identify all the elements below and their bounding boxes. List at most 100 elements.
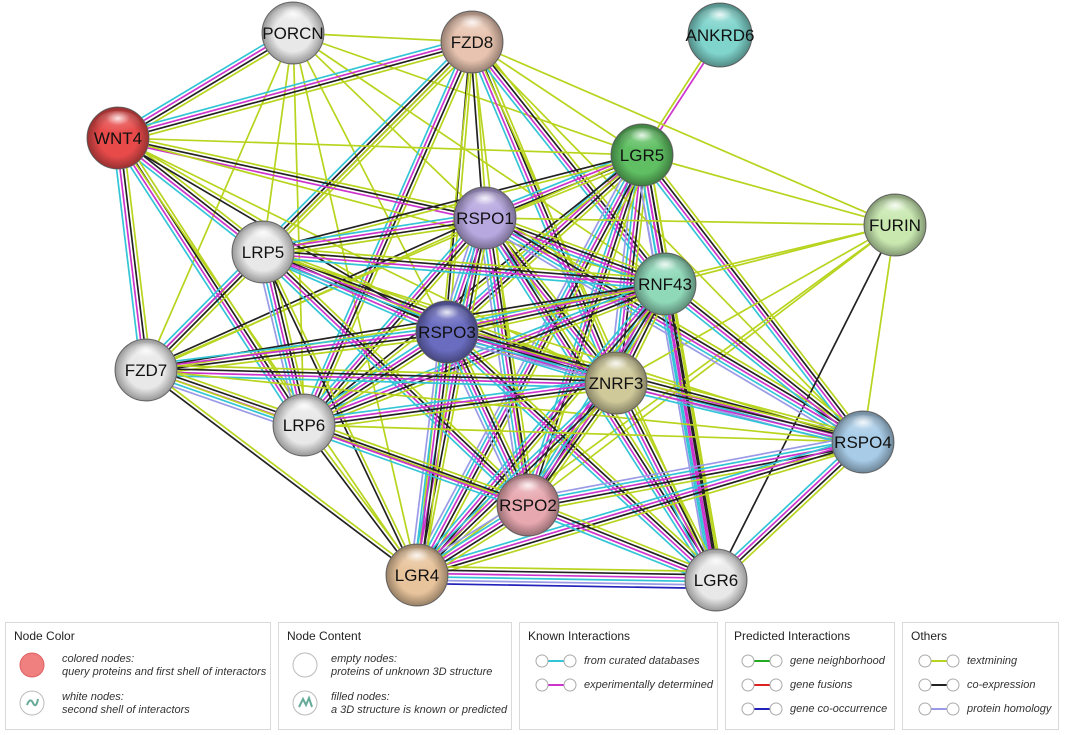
node-label: LGR4 <box>395 566 439 585</box>
node-porcn[interactable]: PORCN <box>261 1 325 65</box>
edge-line <box>416 439 863 575</box>
edge-line <box>145 369 529 506</box>
edge-line <box>145 329 447 370</box>
edge-line <box>261 252 528 507</box>
edge-line <box>642 153 865 442</box>
legend-text: gene neighborhood <box>790 655 885 667</box>
edge-fzd8-rspo4 <box>471 41 864 443</box>
edge-line <box>641 154 717 581</box>
edge-line <box>303 424 864 443</box>
legend-item: colored nodes: query proteins and first … <box>6 651 270 678</box>
node-label: RSPO1 <box>456 209 514 228</box>
edge-line <box>413 152 640 574</box>
edge-line <box>416 572 717 580</box>
legend-item: gene neighborhood <box>726 651 894 677</box>
edge-line <box>410 151 637 573</box>
edge-lrp5-rnf43 <box>262 246 666 290</box>
edge-line <box>305 288 668 431</box>
edge-line <box>446 331 529 506</box>
edge-line <box>419 156 646 578</box>
edge-line <box>616 381 719 580</box>
edge-line <box>526 434 862 500</box>
node-highlight <box>642 257 688 284</box>
edge-line <box>417 565 717 573</box>
edge-rnf43-rspo3 <box>445 278 667 338</box>
edge-line <box>634 156 711 582</box>
node-rspo4[interactable]: RSPO4 <box>831 410 895 474</box>
node-lgr5[interactable]: LGR5 <box>610 123 674 187</box>
edge-line <box>616 380 864 442</box>
legend-text: gene co-occurrence <box>790 703 888 715</box>
edge-line <box>416 582 716 590</box>
edge-furin-rspo1 <box>484 217 896 226</box>
edge-line <box>527 505 716 583</box>
edge-line <box>448 324 865 437</box>
node-lgr6[interactable]: LGR6 <box>684 548 748 612</box>
node-rnf43[interactable]: RNF43 <box>633 252 697 316</box>
node-highlight <box>270 6 316 33</box>
node-fzd8[interactable]: FZD8 <box>440 10 504 74</box>
edge-line <box>417 569 717 576</box>
edge-line <box>261 252 447 335</box>
edge-lgr4-lgr6 <box>416 565 717 590</box>
edge-line <box>445 278 665 328</box>
edge-line <box>409 331 442 575</box>
edge-porcn-fzd7 <box>145 32 294 371</box>
edge-line <box>617 377 865 438</box>
node-lrp5[interactable]: LRP5 <box>231 220 295 284</box>
legend-node-color: Node Color colored nodes: query proteins… <box>5 622 271 730</box>
edge-porcn-lgr5 <box>292 32 643 156</box>
edge-line <box>527 224 896 506</box>
legend-text: experimentally determined <box>584 679 714 691</box>
node-label: RSPO2 <box>499 496 557 515</box>
node-rspo3[interactable]: RSPO3 <box>415 300 479 364</box>
edge-line <box>118 33 295 141</box>
edge-line <box>118 137 149 370</box>
node-rspo2[interactable]: RSPO2 <box>496 473 560 537</box>
node-highlight <box>505 478 551 505</box>
edge-line <box>418 446 865 581</box>
node-label: FZD8 <box>451 33 494 52</box>
edge-line <box>644 154 721 580</box>
node-furin[interactable]: FURIN <box>863 193 927 257</box>
edge-swatch-icon <box>741 702 783 716</box>
node-rspo1[interactable]: RSPO1 <box>453 186 517 250</box>
edge-lgr5-rspo4 <box>637 151 868 446</box>
node-highlight <box>462 191 508 218</box>
node-ankrd6[interactable]: ANKRD6 <box>686 2 755 68</box>
node-wnt4[interactable]: WNT4 <box>86 106 150 170</box>
node-fzd7[interactable]: FZD7 <box>114 338 178 402</box>
node-label: RSPO4 <box>834 433 892 452</box>
node-highlight <box>840 415 886 442</box>
legend-known-interactions: Known Interactions from curated database… <box>519 622 718 730</box>
edge-line <box>263 218 486 255</box>
edge-line <box>711 437 861 577</box>
edge-swatch-icon <box>918 678 960 692</box>
edge-line <box>416 579 716 586</box>
edge-line <box>481 223 860 449</box>
node-label: LRP5 <box>242 243 285 262</box>
legend-title: Predicted Interactions <box>734 629 851 643</box>
edge-line <box>645 151 868 440</box>
edge-line <box>119 46 474 144</box>
edge-line <box>303 281 665 425</box>
node-highlight <box>593 356 639 383</box>
legend-title: Known Interactions <box>528 629 631 643</box>
node-lgr4[interactable]: LGR4 <box>385 543 449 607</box>
legend-item: co-expression <box>903 675 1058 701</box>
edge-furin-rspo4 <box>862 224 896 443</box>
node-label: LGR6 <box>694 571 738 590</box>
legend-item: gene co-occurrence <box>726 699 894 725</box>
edge-line <box>262 251 864 443</box>
node-znrf3[interactable]: ZNRF3 <box>584 351 648 415</box>
legend-item: experimentally determined <box>520 675 717 701</box>
node-lrp6[interactable]: LRP6 <box>272 393 336 457</box>
edge-wnt4-rnf43 <box>117 137 666 285</box>
edge-rspo2-lgr6 <box>525 499 719 586</box>
edge-lrp6-rspo4 <box>303 424 864 443</box>
edge-line <box>302 153 642 425</box>
edge-line <box>304 422 529 505</box>
edge-fzd7-lgr4 <box>144 367 419 578</box>
edge-line <box>615 224 896 384</box>
node-highlight <box>696 7 744 35</box>
